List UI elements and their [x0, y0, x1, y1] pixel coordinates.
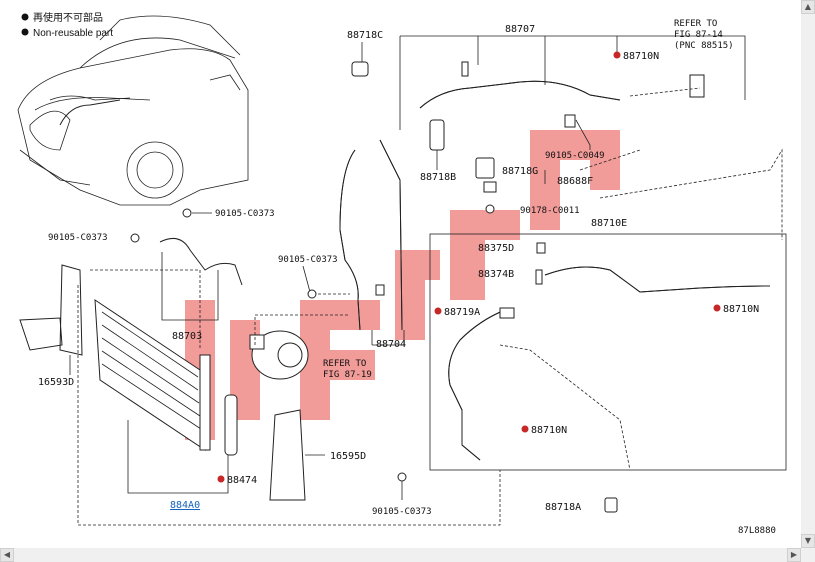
label-88718C-top: 88718C [347, 30, 383, 41]
part-88718B-icon [429, 119, 445, 151]
label-88703: 88703 [172, 331, 202, 342]
label-90105-C0373-d: 90105-C0373 [372, 507, 432, 517]
label-88707: 88707 [505, 24, 535, 35]
pipe-88704 [339, 139, 405, 346]
non-reusable-dot-icon [521, 425, 529, 433]
refer-fig-87-19-line1: REFER TO [323, 359, 366, 369]
bracket-16593D-icon [19, 264, 83, 356]
label-88710N-top: 88710N [623, 51, 659, 62]
refer-fig-87-14-line1: REFER TO [674, 19, 717, 29]
label-884A0-link[interactable]: 884A0 [170, 500, 200, 511]
assembly-88707: 88707 [399, 24, 746, 130]
scroll-down-icon[interactable]: ▼ [801, 534, 815, 548]
non-reusable-dot-icon [713, 304, 721, 312]
vertical-scrollbar[interactable]: ▲ ▼ [801, 0, 815, 548]
refer-fig-87-14-line3: (PNC 88515) [674, 41, 734, 51]
bracket-16595D-icon [269, 409, 306, 501]
legend-item-english: Non-reusable part [33, 28, 113, 39]
figure-code: 87L8880 [738, 526, 776, 536]
label-88375D: 88375D [478, 243, 514, 254]
label-88688F: 88688F [557, 176, 593, 187]
label-88710N-mid: 88710N [531, 425, 567, 436]
refer-fig-87-19-line2: FIG 87-19 [323, 370, 372, 380]
label-90105-C0373-b: 90105-C0373 [48, 233, 108, 243]
label-88474: 88474 [227, 475, 257, 486]
horizontal-scrollbar[interactable]: ◀ ▶ [0, 548, 815, 562]
bolt-icon [397, 472, 407, 482]
bolt-icon [130, 233, 140, 243]
scroll-right-icon[interactable]: ▶ [787, 548, 801, 562]
scroll-left-icon[interactable]: ◀ [0, 548, 14, 562]
non-reusable-dot-icon [217, 475, 225, 483]
label-88718A: 88718A [545, 502, 581, 513]
label-88710N-right: 88710N [723, 304, 759, 315]
label-88718B: 88718B [420, 172, 456, 183]
part-88688F-icon [483, 181, 497, 193]
legend: 再使用不可部品 Non-reusable part [21, 11, 113, 39]
label-88374B: 88374B [478, 269, 514, 280]
label-88710E: 88710E [591, 218, 627, 229]
part-88474-icon [224, 394, 238, 456]
assembly-88710E: 88710E [429, 218, 787, 471]
part-88718G-icon [475, 157, 495, 179]
label-90105-C0373-c: 90105-C0373 [278, 255, 338, 265]
watermark [185, 130, 620, 440]
non-reusable-marker-icon [21, 28, 29, 36]
non-reusable-marker-icon [21, 13, 29, 21]
label-90178-C0011: 90178-C0011 [520, 206, 580, 216]
label-90105-C0049: 90105-C0049 [545, 151, 605, 161]
bolt-icon [182, 208, 192, 218]
label-16593D: 16593D [38, 377, 74, 388]
non-reusable-dot-icon [613, 51, 621, 59]
bolt-icon [485, 204, 495, 214]
compressor [249, 330, 309, 380]
legend-item-japanese: 再使用不可部品 [33, 11, 103, 24]
label-90105-C0373-a: 90105-C0373 [215, 209, 275, 219]
non-reusable-dot-icon [434, 307, 442, 315]
scroll-up-icon[interactable]: ▲ [801, 0, 815, 14]
parts-diagram: 再使用不可部品 Non-reusable part 88707 88718C 8… [17, 11, 787, 536]
condenser-884A0 [90, 269, 211, 451]
label-88704: 88704 [376, 339, 406, 350]
label-88719A: 88719A [444, 307, 480, 318]
part-88718C-icon [351, 61, 369, 77]
refer-fig-87-14-line2: FIG 87-14 [674, 30, 723, 40]
label-88718G: 88718G [502, 166, 538, 177]
vehicle-illustration [17, 15, 249, 206]
bolt-icon [307, 289, 317, 299]
part-88718A-icon [604, 497, 618, 513]
label-16595D: 16595D [330, 451, 366, 462]
